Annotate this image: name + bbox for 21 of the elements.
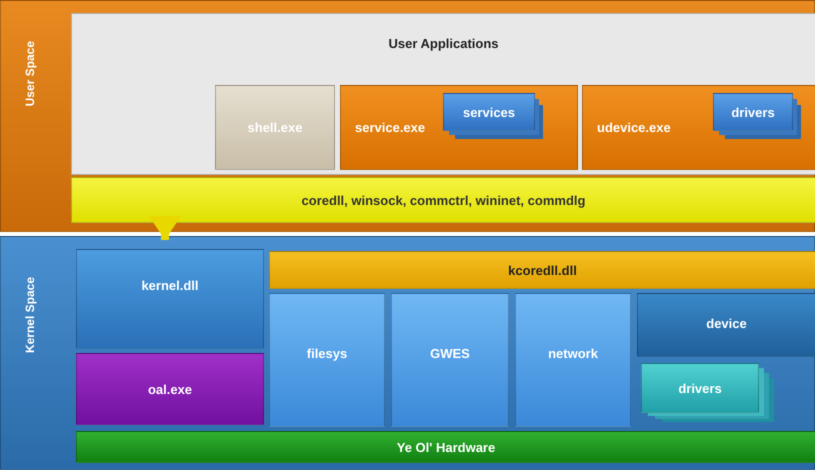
layer-label: Kernel Space — [23, 277, 37, 354]
library-bar: Ye Ol' Hardware — [76, 431, 815, 463]
component-box: device — [637, 293, 815, 357]
layer-label: service.exe — [355, 120, 426, 135]
component-box: network — [515, 293, 631, 427]
layer-label: udevice.exe — [597, 120, 671, 135]
component-box: shell.exe — [215, 85, 335, 170]
component-box: GWES — [391, 293, 509, 427]
component-box: oal.exe — [76, 353, 264, 425]
component-box: kernel.dll — [76, 249, 264, 349]
component-box — [582, 85, 815, 170]
layer-band — [0, 0, 815, 232]
layer-label: User Applications — [388, 36, 499, 51]
layer-label: User Space — [23, 41, 37, 106]
application-panel — [71, 13, 815, 175]
library-bar: coredll, winsock, commctrl, wininet, commdlg — [71, 177, 815, 223]
component-box — [340, 85, 578, 170]
component-box: filesys — [269, 293, 385, 427]
layer-band — [0, 236, 815, 470]
arrow — [149, 216, 181, 240]
library-bar: kcoredll.dll — [269, 251, 815, 289]
